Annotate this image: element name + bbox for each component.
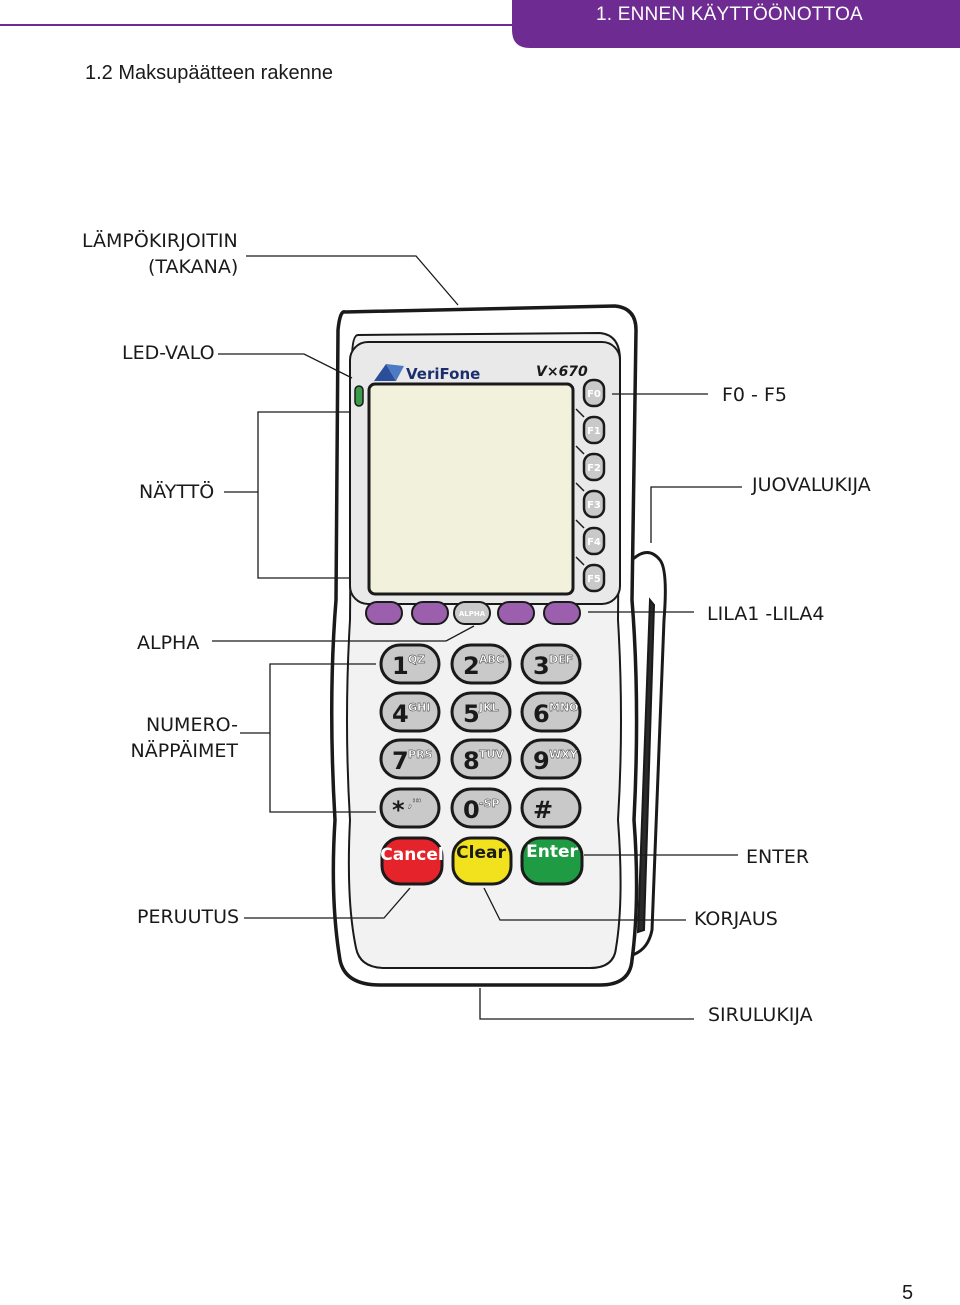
cancel-key[interactable]: Cancel <box>380 836 444 886</box>
label-printer-line2: (TAKANA) <box>148 256 239 278</box>
keypad-letters: TUV <box>479 748 504 761</box>
alpha-key-label: ALPHA <box>459 610 486 618</box>
function-key-label: F2 <box>587 463 601 474</box>
function-key-label: F3 <box>587 500 601 511</box>
keypad-digit: 5 <box>463 700 480 728</box>
label-fkeys: F0 - F5 <box>722 384 787 406</box>
keypad-letters: JKL <box>478 701 499 714</box>
function-key-tick <box>575 408 585 418</box>
keypad-letters: QZ <box>408 653 425 666</box>
section-title: 1.2 Maksupäätteen rakenne <box>85 62 333 84</box>
label-led: LED-VALO <box>122 342 215 364</box>
label-numeric-line1: NUMERO- <box>145 714 238 736</box>
leader-lines <box>212 255 742 1020</box>
display-screen <box>367 382 575 596</box>
function-key-f2[interactable]: F2 <box>582 452 606 482</box>
label-purple-keys: LILA1 -LILA4 <box>707 603 825 625</box>
page-number: 5 <box>902 1282 914 1304</box>
function-key-f1[interactable]: F1 <box>582 415 606 445</box>
label-display: NÄYTTÖ <box>139 481 215 503</box>
keypad-digit: 3 <box>533 652 550 680</box>
brand-text: VeriFone <box>406 365 480 383</box>
header-bar <box>0 0 960 48</box>
keypad-digit: 8 <box>463 747 480 775</box>
label-printer: LÄMPÖKIRJOITIN (TAKANA) <box>82 228 238 280</box>
label-printer-line1: LÄMPÖKIRJOITIN <box>82 230 238 252</box>
function-key-f4[interactable]: F4 <box>582 526 606 556</box>
keypad-digit: 0 <box>463 796 480 824</box>
label-enter: ENTER <box>746 846 810 868</box>
keypad-letters: PRS <box>408 748 433 761</box>
function-key-tick <box>575 556 585 566</box>
function-key-label: F1 <box>587 426 601 437</box>
keypad-letters: ,'" <box>408 797 421 810</box>
function-key-f5[interactable]: F5 <box>582 563 606 593</box>
function-key-f0[interactable]: F0 <box>582 378 606 408</box>
keypad-digit: 2 <box>463 652 480 680</box>
keypad-digit: 9 <box>533 747 550 775</box>
alpha-key[interactable]: ALPHA <box>453 601 491 625</box>
purple-key-1[interactable] <box>365 601 403 625</box>
purple-key-2[interactable] <box>411 601 449 625</box>
verifone-logo <box>374 364 404 381</box>
keypad-letters: WXY <box>549 748 579 761</box>
clear-key-label: Clear <box>456 843 506 863</box>
label-stripe-reader: JUOVALUKIJA <box>752 474 871 496</box>
keypad-key-hash[interactable]: # <box>520 787 582 829</box>
purple-keys: ALPHA <box>365 601 581 625</box>
keypad-letters: DEF <box>549 653 573 666</box>
keypad-digit: 6 <box>533 700 550 728</box>
keypad-letters: -SP <box>479 797 500 810</box>
purple-key-3[interactable] <box>497 601 535 625</box>
keypad-digit: 1 <box>392 652 409 680</box>
keypad-digit: * <box>392 796 405 824</box>
function-key-label: F5 <box>587 574 601 585</box>
keypad-letters: GHI <box>408 701 430 714</box>
chapter-title: 1. ENNEN KÄYTTÖÖNOTTOA <box>596 4 863 25</box>
purple-key-4[interactable] <box>543 601 581 625</box>
keypad-key-star[interactable]: *,'" <box>379 787 441 829</box>
function-key-label: F0 <box>587 389 601 400</box>
function-key-label: F4 <box>587 537 601 548</box>
label-numeric-line2: NÄPPÄIMET <box>130 740 238 762</box>
label-clear: KORJAUS <box>694 908 778 930</box>
led-indicator <box>354 385 364 407</box>
label-cancel: PERUUTUS <box>137 906 240 928</box>
keypad-letters: ABC <box>479 653 504 666</box>
label-numeric-keys: NUMERO- NÄPPÄIMET <box>128 712 238 764</box>
cancel-key-label: Cancel <box>380 845 443 865</box>
keypad-digit: 7 <box>392 747 409 775</box>
keypad-digit: 4 <box>392 700 409 728</box>
keypad-key-0[interactable]: 0-SP <box>450 787 512 829</box>
function-key-f3[interactable]: F3 <box>582 489 606 519</box>
function-key-tick <box>575 482 585 492</box>
function-key-tick <box>575 445 585 455</box>
enter-key[interactable]: Enter <box>520 836 584 886</box>
enter-key-label: Enter <box>526 842 578 862</box>
clear-key[interactable]: Clear <box>451 836 513 886</box>
label-chip-reader: SIRULUKIJA <box>708 1004 813 1026</box>
model-text: V×670 <box>536 364 588 380</box>
label-alpha: ALPHA <box>137 632 200 654</box>
keypad-letters: MNO <box>549 701 579 714</box>
function-key-tick <box>575 519 585 529</box>
keypad-digit: # <box>533 796 553 824</box>
